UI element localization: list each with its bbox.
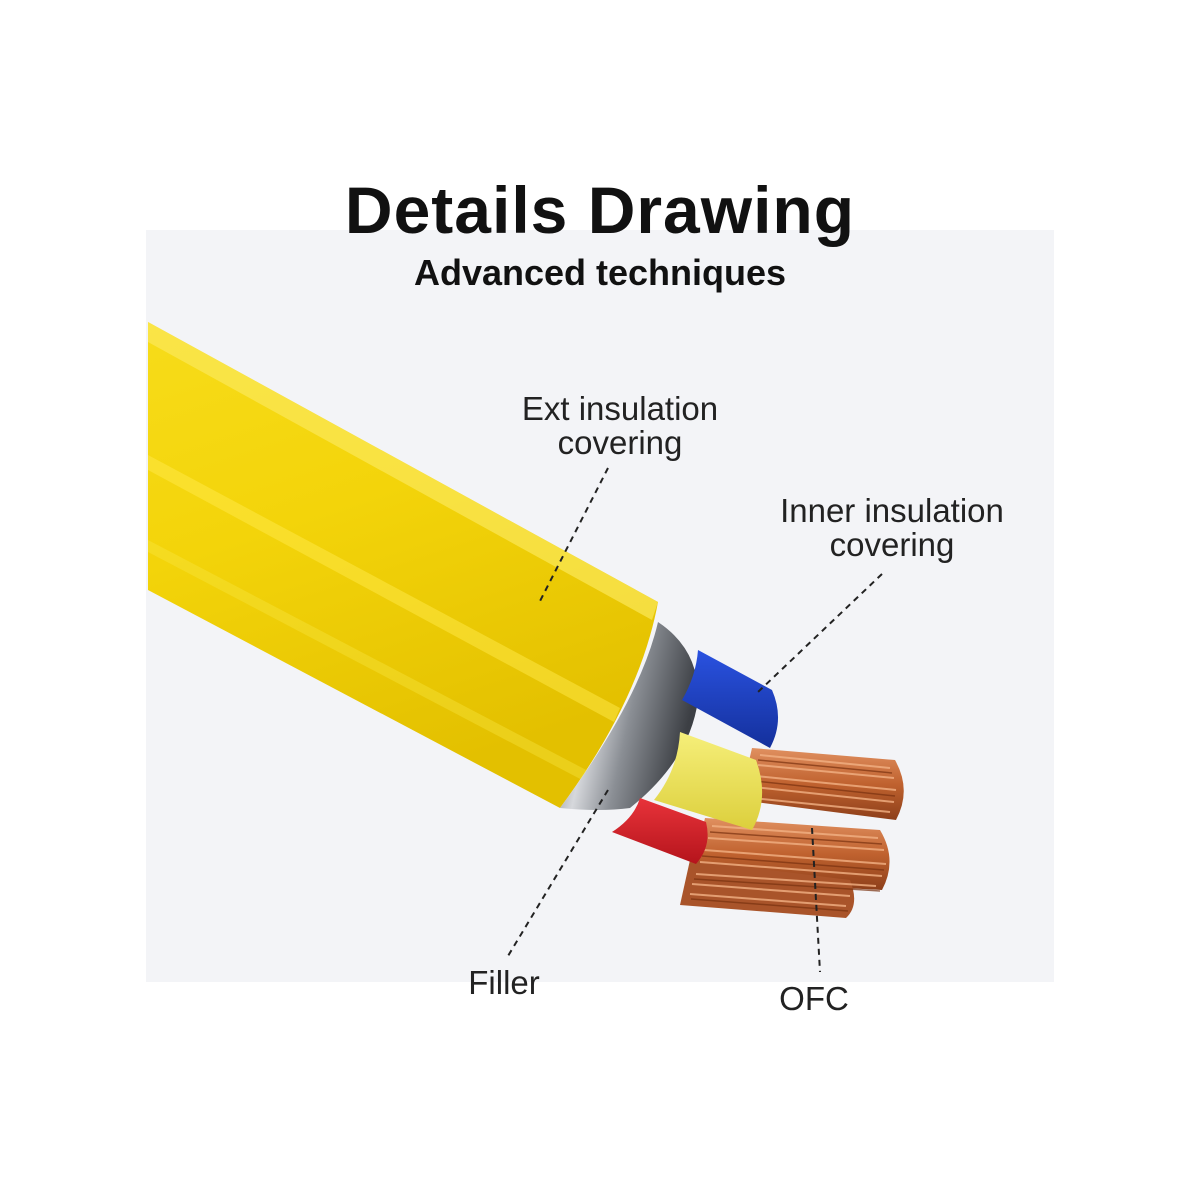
outer-jacket [148,322,658,808]
blue-core [682,650,779,748]
inner-insulation-label: Inner insulation covering [780,492,1004,563]
yellow-core [654,732,763,830]
filler-label: Filler [468,964,540,1001]
leader-filler [507,789,609,957]
page-subtitle: Advanced techniques [413,252,787,293]
copper-conductor-bundle [680,748,904,918]
ext-insulation-label: Ext insulation covering [521,390,719,461]
ofc-label: OFC [779,980,849,1017]
filler-ring [560,622,699,810]
red-core [612,798,708,864]
leader-inner-insulation [757,573,883,693]
page-title: Details Drawing [344,173,856,247]
leader-ofc [811,827,821,973]
leader-ext-insulation [537,467,609,606]
